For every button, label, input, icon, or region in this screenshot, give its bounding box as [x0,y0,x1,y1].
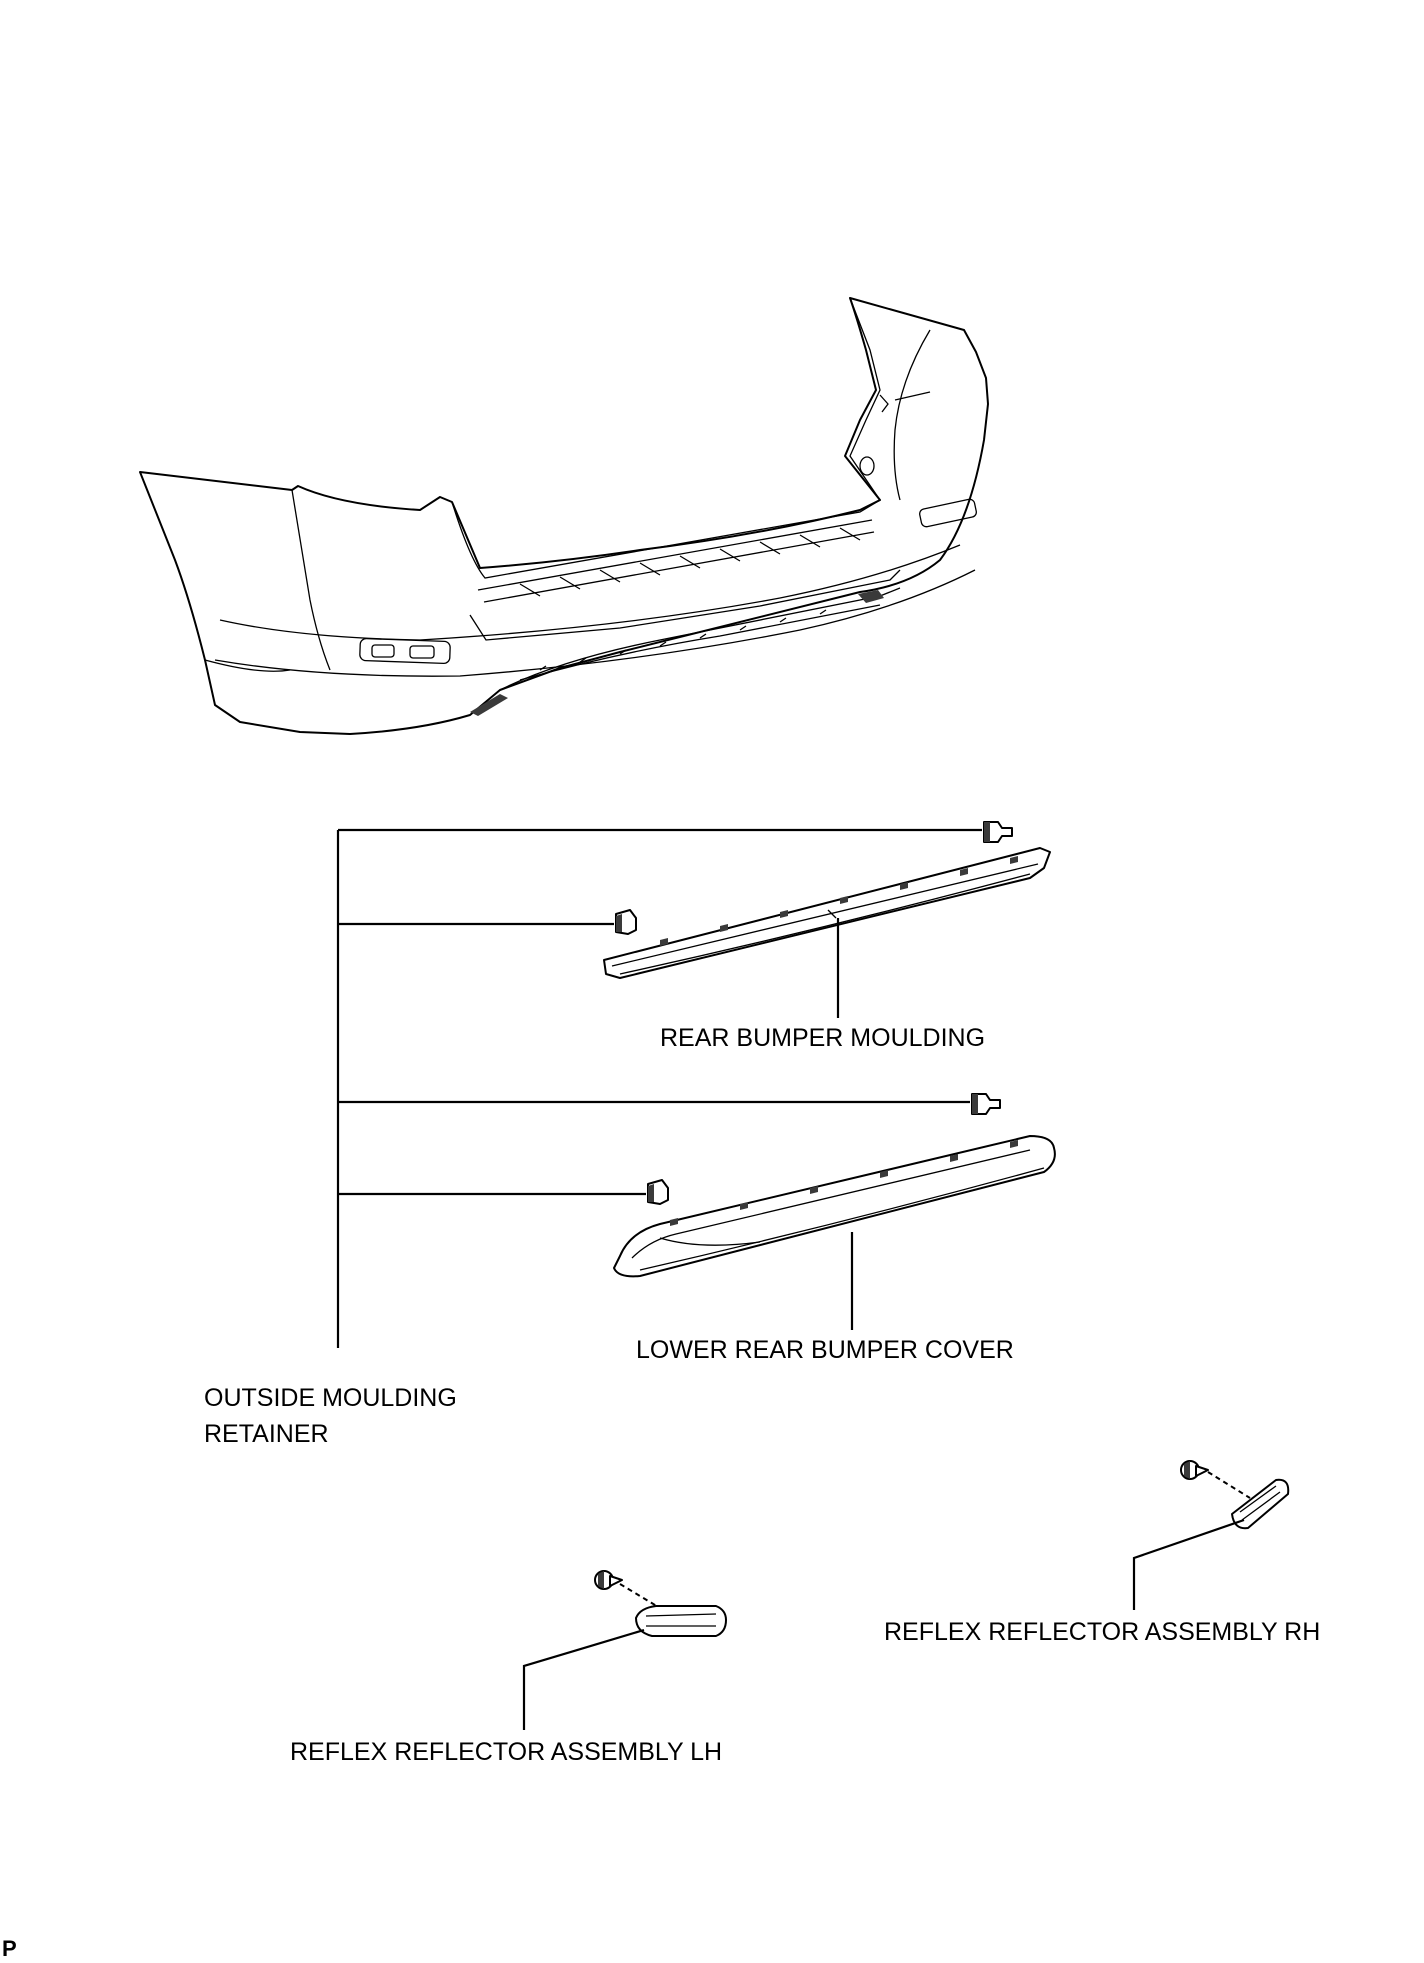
rear-bumper-moulding [603,847,1051,979]
outside-moulding-retainer-clip-1 [983,821,1013,843]
lower-rear-bumper-cover-label: LOWER REAR BUMPER COVER [636,1336,1014,1364]
reflector-lh-screw [594,1570,623,1590]
reflex-reflector-lh [594,1570,727,1637]
lower-rear-bumper-cover [613,1135,1056,1278]
reflex-reflector-rh-leader [1132,1518,1245,1610]
reflex-reflector-rh-label: REFLEX REFLECTOR ASSEMBLY RH [884,1618,1320,1646]
outside-moulding-retainer-clip-4 [647,1179,669,1205]
rear-bumper-cover [139,297,989,735]
step-pad-ribs [519,527,861,597]
reflex-reflector-rh [1180,1460,1290,1530]
reflex-reflector-lh-label: REFLEX REFLECTOR ASSEMBLY LH [290,1738,722,1766]
bumper-retainer-slots [539,609,827,671]
outside-moulding-retainer-clip-2 [615,909,637,935]
reflector-rh-screw [1180,1460,1209,1480]
retainer-callout-lines [336,828,982,1348]
outside-moulding-retainer-clip-3 [971,1093,1001,1115]
outside-moulding-retainer-label-line2: RETAINER [204,1420,329,1448]
corner-mark: P [2,1936,17,1961]
outside-moulding-retainer-label-line1: OUTSIDE MOULDING [204,1384,457,1412]
rear-bumper-moulding-label: REAR BUMPER MOULDING [660,1024,985,1052]
reflex-reflector-lh-leader [522,1628,645,1730]
